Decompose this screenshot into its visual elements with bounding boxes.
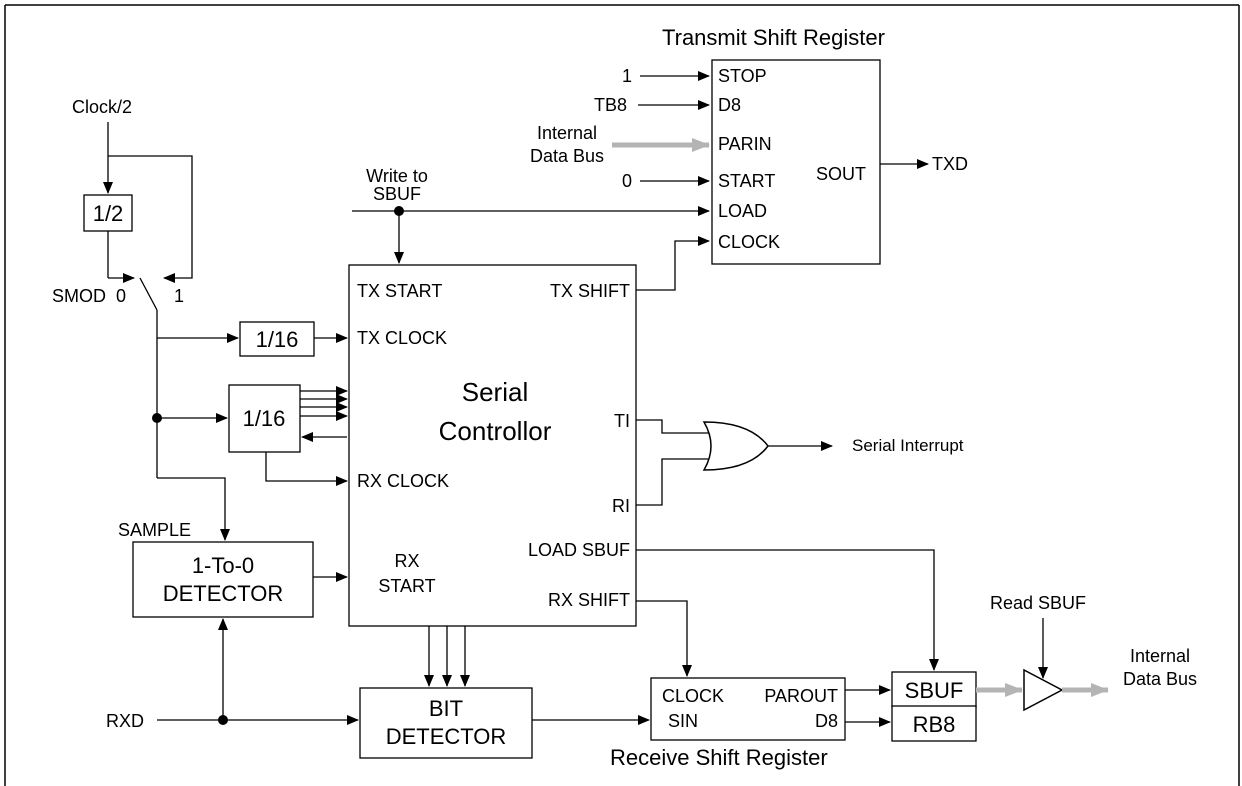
transmit-shift-register-block: [711, 59, 881, 265]
ctrl-port-tx-shift: TX SHIFT: [550, 281, 630, 301]
tx-divider-block: [239, 321, 315, 357]
tsr-port-start: START: [718, 171, 775, 191]
tsr-port-stop: STOP: [718, 66, 767, 86]
input-one-label: 1: [622, 66, 632, 86]
ctrl-port-tx-clock: TX CLOCK: [357, 328, 447, 348]
ctrl-port-rx-clock: RX CLOCK: [357, 471, 449, 491]
ctrl-port-load-sbuf: LOAD SBUF: [528, 540, 630, 560]
rb8-label: RB8: [913, 712, 956, 737]
ctrl-port-tx-start: TX START: [357, 281, 442, 301]
tsr-port-load: LOAD: [718, 201, 767, 221]
tsr-port-d8: D8: [718, 95, 741, 115]
sbuf-label: SBUF: [905, 678, 964, 703]
read-sbuf-buffer-symbol: [1023, 668, 1064, 712]
read-sbuf-label: Read SBUF: [990, 593, 1086, 613]
rsr-port-clock: CLOCK: [662, 686, 724, 706]
rsr-port-parout: PAROUT: [764, 686, 838, 706]
clock-trunk-junction: [152, 413, 162, 423]
detector-1to0-block: [132, 541, 314, 618]
tx-divider-label: 1/16: [256, 327, 299, 352]
rx-clock-wire: [265, 452, 348, 486]
divider-half-label: 1/2: [93, 201, 124, 226]
ctrl-port-rx-start-line1: RX: [394, 551, 419, 571]
smod-pos1-label: 1: [174, 286, 184, 306]
bit-detector-line1: BIT: [429, 696, 463, 721]
rx-shift-wire: [636, 600, 692, 677]
input-bus-label-line2: Data Bus: [530, 146, 604, 166]
sample-wire: [157, 477, 230, 541]
ctrl-port-ri: RI: [612, 496, 630, 516]
detector-1to0-line1: 1-To-0: [192, 553, 254, 578]
tsr-port-sout: SOUT: [816, 164, 866, 184]
tsr-title: Transmit Shift Register: [662, 25, 885, 50]
detector-1to0-line2: DETECTOR: [163, 581, 284, 606]
load-sbuf-wire: [636, 549, 939, 671]
input-bus-label-line1: Internal: [537, 123, 597, 143]
tsr-port-parin: PARIN: [718, 134, 772, 154]
write-sbuf-line1: Write to: [366, 166, 428, 186]
bit-detector-block: [359, 687, 533, 759]
or-gate-symbol: [702, 421, 769, 471]
smod-pos0-label: 0: [116, 286, 126, 306]
ctrl-port-rx-shift: RX SHIFT: [548, 590, 630, 610]
serial-controller-title-line2: Controllor: [439, 416, 552, 446]
input-zero-label: 0: [622, 171, 632, 191]
output-bus-label-line2: Data Bus: [1123, 669, 1197, 689]
ri-wire: [636, 458, 712, 506]
divider-half-block: [83, 194, 133, 232]
clock-source-label: Clock/2: [72, 97, 132, 117]
smod-switch-arm: [139, 277, 158, 311]
rx-divider-label: 1/16: [243, 406, 286, 431]
rxd-junction: [218, 715, 228, 725]
rsr-port-sin: SIN: [668, 711, 698, 731]
rb8-block: [891, 705, 977, 742]
sample-label: SAMPLE: [118, 520, 191, 540]
bit-detector-line2: DETECTOR: [386, 724, 507, 749]
output-bus-label-line1: Internal: [1130, 646, 1190, 666]
sbuf-block: [891, 671, 977, 708]
serial-interrupt-label: Serial Interrupt: [852, 436, 964, 455]
write-sbuf-line2: SBUF: [373, 184, 421, 204]
receive-shift-register-block: [650, 677, 846, 741]
rx-divider-block: [228, 384, 301, 453]
ctrl-port-rx-start-line2: START: [378, 576, 435, 596]
ctrl-port-ti: TI: [614, 411, 630, 431]
smod-label: SMOD: [52, 286, 106, 306]
serial-controller-title-line1: Serial: [462, 377, 528, 407]
tsr-port-clock: CLOCK: [718, 232, 780, 252]
rsr-title: Receive Shift Register: [610, 745, 828, 770]
tx-shift-to-clock-wire: [636, 236, 710, 291]
clock-bypass-wire: [108, 155, 193, 283]
rsr-port-d8: D8: [815, 711, 838, 731]
serial-controller-block: [348, 264, 637, 627]
ti-wire: [636, 419, 712, 434]
rxd-label: RXD: [106, 711, 144, 731]
txd-label: TXD: [932, 154, 968, 174]
input-tb8-label: TB8: [594, 95, 627, 115]
